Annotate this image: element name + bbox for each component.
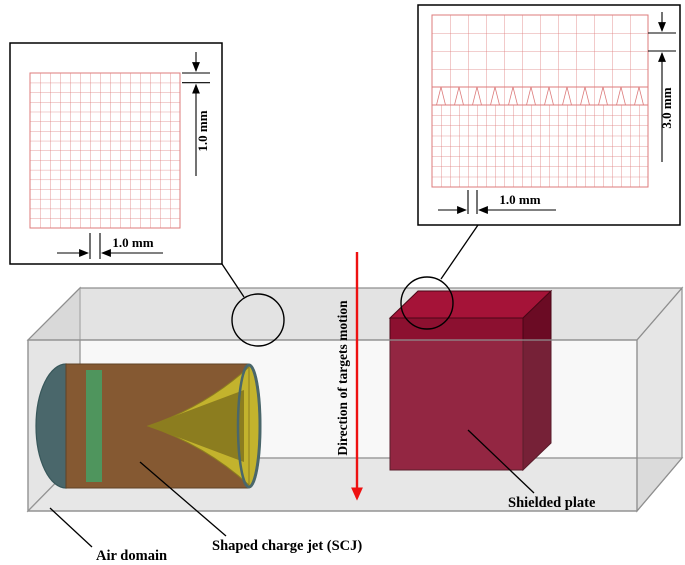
air-box-top-face: [26, 287, 684, 341]
air-domain-label: Air domain: [96, 548, 167, 564]
inset-right-coarse-grid: [431, 14, 649, 88]
inset-right-zoom-circle: [400, 276, 454, 330]
plate-leader-line: [467, 429, 535, 494]
motion-arrow-label: Direction of targets motion: [335, 300, 350, 456]
inset-right-mesh: 3.0 mm 1.0 mm: [417, 4, 681, 226]
inset-left-grid: [29, 72, 181, 229]
plate-front-face: [389, 317, 524, 471]
charge-liner-cone-shadow: [148, 390, 244, 462]
scj-leader-line: [139, 461, 227, 537]
inset-left-zoom-circle: [231, 293, 285, 347]
inset-left-horizontal-dim-label: 1.0 mm: [112, 235, 153, 250]
shaped-charge-label: Shaped charge jet (SCJ): [212, 538, 362, 554]
charge-green-band: [86, 370, 102, 482]
inset-right-transition-grid: [431, 86, 649, 106]
inset-right-fine-grid: [431, 104, 649, 188]
inset-right-horizontal-dim-label: 1.0 mm: [499, 192, 540, 207]
inset-right-leader-line: [440, 224, 479, 280]
shaped-charge: [35, 363, 262, 489]
inset-left-leader-line: [221, 263, 245, 298]
charge-rim-outline: [236, 363, 262, 489]
shielded-plate-solid: [388, 289, 553, 472]
inset-right-vertical-dim-label: 3.0 mm: [659, 87, 674, 128]
inset-left-mesh: 1.0 mm 1.0 mm: [9, 42, 223, 265]
shielded-plate-label: Shielded plate: [508, 495, 596, 511]
inset-left-vertical-dim-label: 1.0 mm: [195, 110, 210, 151]
air-box-front-face: [27, 339, 638, 512]
air-domain-leader-line: [49, 507, 93, 548]
